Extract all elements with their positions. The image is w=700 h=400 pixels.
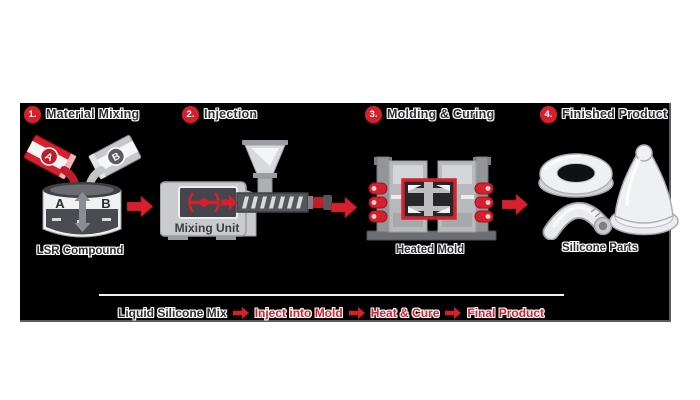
mold-cavity-icon	[401, 178, 457, 220]
summary-arrow-icon	[232, 307, 249, 319]
step2-title: Injection	[204, 107, 258, 121]
heater-dots	[371, 186, 491, 219]
silicone-ring-icon	[538, 153, 614, 198]
step3-caption: Heated Mold	[395, 244, 465, 256]
nozzle-icon	[308, 195, 332, 210]
summary-arrow-icon	[348, 307, 365, 319]
injection-machine-illustration: Mixing Unit	[160, 140, 332, 240]
step4-number-badge: 4.	[540, 106, 557, 123]
flow-item-heat-and-cure: Heat & Cure	[370, 306, 440, 320]
step2-caption: Mixing Unit	[175, 221, 240, 235]
step2-number-badge: 2.	[182, 106, 199, 123]
can-a-label: A	[43, 151, 55, 164]
step4-title: Finished Product	[562, 107, 668, 121]
silicone-parts-illustration	[538, 144, 679, 240]
step1-caption: LSR Compound	[36, 245, 124, 257]
heated-mold-illustration	[366, 156, 497, 241]
silicone-tube-icon	[542, 201, 613, 240]
heater-elements-icon	[368, 182, 494, 223]
flow-item-liquid-silicone-mix: Liquid Silicone Mix	[118, 306, 227, 320]
barrel-b-label: B	[101, 196, 110, 211]
step1-title: Material Mixing	[46, 107, 140, 121]
flow-arrow-2-icon	[331, 196, 357, 219]
lsr-barrel-icon: A B	[42, 182, 122, 238]
hopper-icon	[242, 140, 288, 197]
step3-number-badge: 3.	[365, 106, 382, 123]
diagram-panel: 1. Material Mixing 2. Injection 3. Moldi…	[20, 103, 679, 322]
flow-arrow-1-icon	[127, 195, 153, 218]
summary-flow: Liquid Silicone Mix Inject into Mold Hea…	[118, 306, 544, 320]
flow-arrow-3-icon	[502, 193, 528, 216]
screw-barrel-icon	[236, 192, 309, 213]
flow-item-final-product: Final Product	[467, 306, 545, 320]
bottle-nipple-icon	[609, 144, 679, 236]
material-mixing-illustration: A B A B	[23, 134, 142, 238]
mold-base	[366, 230, 497, 241]
barrel-a-label: A	[55, 196, 65, 211]
can-b-label: B	[111, 151, 123, 164]
mixer-panel-icon	[178, 186, 238, 219]
mix-updown-arrow-icon	[74, 192, 91, 232]
flow-item-inject-into-mold: Inject into Mold	[254, 306, 343, 320]
summary-arrow-icon	[445, 307, 462, 319]
step4-caption: Silicone Parts	[561, 242, 639, 254]
step3-title: Molding & Curing	[387, 107, 495, 121]
summary-divider	[99, 294, 564, 296]
step1-number-badge: 1.	[24, 106, 41, 123]
